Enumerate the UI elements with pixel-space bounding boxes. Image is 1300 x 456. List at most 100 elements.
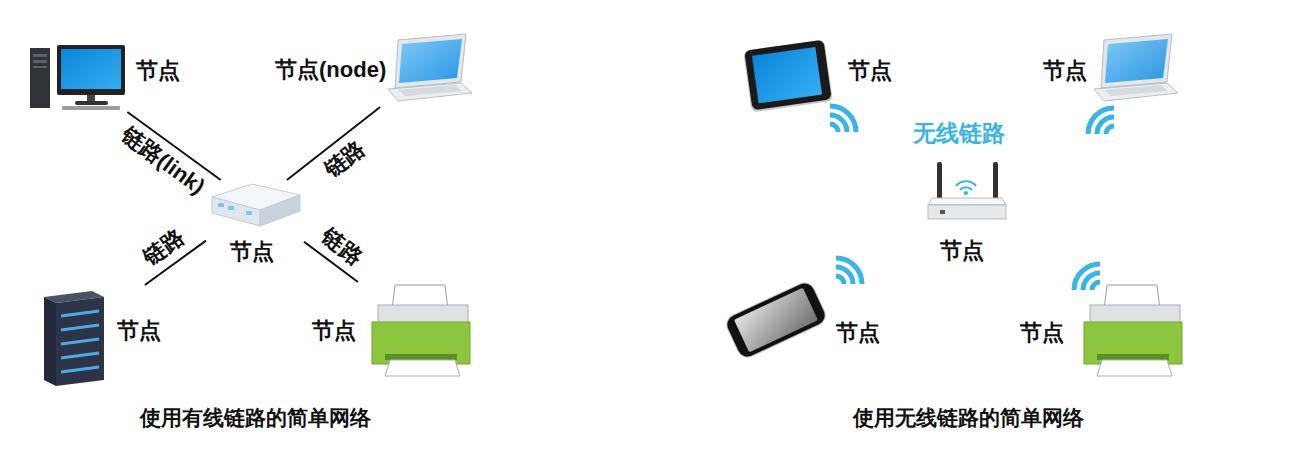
wifi-signal-part bbox=[1088, 108, 1114, 134]
node-label: 节点 bbox=[136, 58, 180, 84]
node-label: 节点(node) bbox=[275, 57, 386, 83]
server-icon bbox=[44, 291, 104, 386]
desktop-computer-icon-part bbox=[75, 101, 108, 105]
node-label: 节点 bbox=[230, 239, 274, 265]
switch-icon-part bbox=[228, 206, 234, 210]
printer-icon bbox=[372, 285, 470, 376]
printer-icon-part bbox=[1097, 360, 1172, 376]
node-label: 节点 bbox=[312, 318, 356, 344]
wifi-signal bbox=[830, 106, 856, 132]
router-icon-part bbox=[956, 181, 976, 186]
laptop-icon bbox=[1094, 34, 1178, 101]
desktop-computer-icon-part bbox=[87, 95, 95, 102]
printer-icon-part bbox=[1090, 305, 1180, 324]
server-icon-part bbox=[44, 297, 56, 386]
network-node: 节点 bbox=[38, 285, 178, 387]
server-icon-part bbox=[56, 297, 104, 386]
switch-icon-part bbox=[260, 195, 300, 226]
laptop-icon-part bbox=[1105, 39, 1168, 83]
tablet-icon-part bbox=[744, 40, 832, 111]
node-label: 节点 bbox=[1043, 58, 1087, 84]
printer-icon-part bbox=[385, 360, 460, 376]
node-label: 节点 bbox=[848, 58, 892, 84]
tablet-icon-part bbox=[752, 47, 822, 103]
router-icon-part bbox=[940, 210, 945, 214]
laptop-icon-part bbox=[399, 39, 462, 83]
link-label: 链路 bbox=[317, 224, 367, 270]
wifi-signal-part bbox=[1074, 264, 1100, 290]
desktop-computer-icon-part bbox=[33, 54, 47, 57]
printer-icon-part bbox=[378, 305, 468, 324]
laptop-icon-part bbox=[395, 34, 466, 88]
router-icon-part bbox=[960, 187, 972, 190]
phone-icon bbox=[723, 279, 829, 361]
router-icon-part bbox=[993, 162, 998, 202]
phone-icon-part bbox=[724, 280, 828, 360]
wireless-link-label: 无线链路 bbox=[913, 119, 1005, 147]
wifi-signal-part bbox=[1097, 117, 1114, 134]
node-label: 节点 bbox=[117, 318, 161, 344]
caption: 使用无线链路的简单网络 bbox=[853, 405, 1084, 431]
switch-icon-part bbox=[218, 203, 224, 207]
desktop-computer-icon-part bbox=[62, 106, 120, 110]
network-node: 节点 bbox=[740, 35, 905, 140]
wifi-signal bbox=[1074, 264, 1100, 290]
phone-icon-part bbox=[723, 279, 829, 361]
network-node: 节点 bbox=[206, 180, 304, 270]
node-label: 节点 bbox=[836, 320, 880, 346]
tablet-icon-part bbox=[743, 40, 833, 113]
printer-icon-part bbox=[372, 322, 470, 364]
router-icon-part bbox=[964, 191, 968, 195]
wifi-signal bbox=[1088, 108, 1114, 134]
node-label: 节点 bbox=[1020, 320, 1064, 346]
printer-icon-part bbox=[385, 354, 457, 360]
router-icon-part bbox=[928, 205, 1006, 219]
wifi-signal-part bbox=[830, 115, 847, 132]
laptop-icon-part bbox=[388, 83, 472, 101]
server-icon-part bbox=[61, 339, 99, 344]
laptop-icon-part bbox=[1104, 85, 1168, 96]
wifi-signal-part bbox=[830, 124, 838, 132]
wifi-signal-part bbox=[1083, 273, 1100, 290]
node-label: 节点 bbox=[940, 238, 984, 264]
network-node: 节点 bbox=[1040, 35, 1180, 140]
caption: 使用有线链路的简单网络 bbox=[140, 405, 371, 431]
switch-icon-part bbox=[212, 197, 260, 226]
switch-icon-part bbox=[246, 211, 252, 215]
laptop-icon-part bbox=[398, 85, 462, 96]
phone-icon-part bbox=[734, 288, 818, 353]
link-label: 链路 bbox=[321, 135, 370, 181]
wifi-signal-part bbox=[1092, 282, 1100, 290]
link-label: 链路 bbox=[139, 225, 189, 270]
router-icon-part bbox=[937, 162, 942, 202]
wifi-signal-part bbox=[830, 106, 856, 132]
desktop-computer-icon-part bbox=[61, 49, 121, 89]
tablet-icon bbox=[743, 40, 833, 113]
laptop-icon bbox=[388, 34, 472, 101]
wifi-signal-part bbox=[1106, 126, 1114, 134]
desktop-computer-icon bbox=[30, 45, 125, 110]
server-icon-part bbox=[61, 325, 99, 330]
laptop-icon-part bbox=[1101, 34, 1172, 88]
wifi-signal-part bbox=[836, 276, 844, 284]
switch-icon bbox=[212, 184, 300, 226]
desktop-computer-icon-part bbox=[33, 60, 47, 63]
network-node: 节点 bbox=[728, 248, 890, 358]
network-node: 节点(node) bbox=[272, 35, 472, 107]
laptop-icon-part bbox=[1094, 83, 1178, 101]
desktop-computer-icon-part bbox=[57, 45, 125, 95]
link-label: 链路(link) bbox=[117, 123, 209, 199]
network-node: 节点 bbox=[1016, 250, 1184, 378]
wifi-signal bbox=[836, 258, 862, 284]
printer-icon-part bbox=[1097, 354, 1169, 360]
router-icon-part bbox=[928, 198, 1006, 205]
server-icon-part bbox=[61, 353, 99, 358]
router-icon bbox=[928, 162, 1006, 219]
network-node: 节点 bbox=[28, 42, 198, 112]
server-icon-part bbox=[61, 311, 99, 316]
network-node: 节点 bbox=[306, 282, 474, 378]
network-node: 节点 bbox=[920, 158, 1010, 270]
